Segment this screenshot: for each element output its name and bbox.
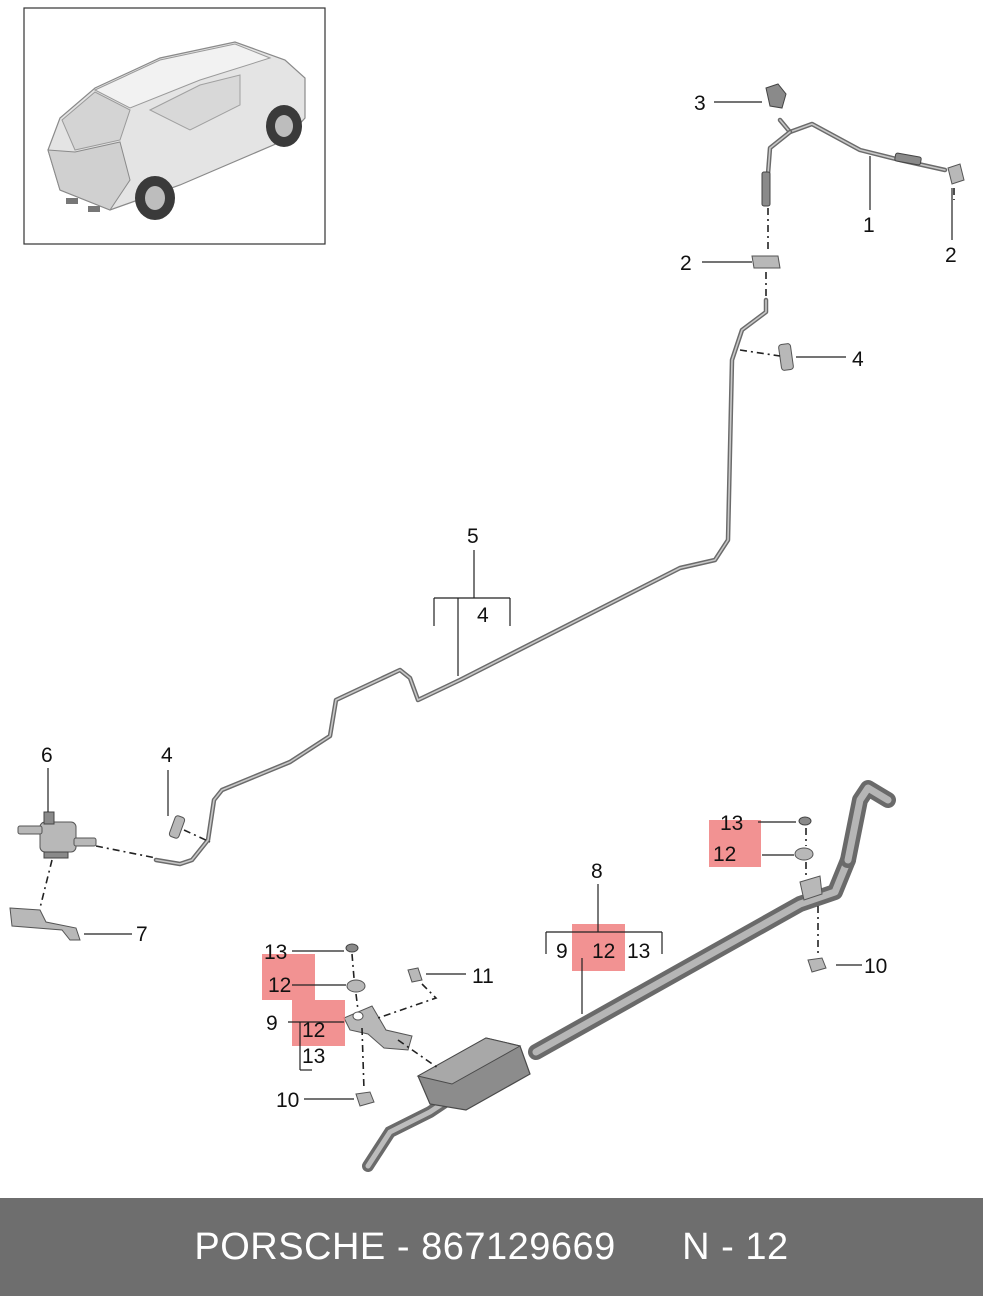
- callout-2-right: 2: [945, 244, 957, 267]
- callout-12-left-lower: 12: [302, 1019, 325, 1042]
- footer-position: N - 12: [682, 1225, 789, 1268]
- footer-bar: PORSCHE - 867129669 N - 12: [0, 1198, 983, 1296]
- clip-part-2-middle: [751, 255, 781, 269]
- clip-part-2-upper-right: [947, 163, 965, 185]
- valve-part-6: [17, 811, 97, 859]
- leader-lines: [47, 101, 953, 1100]
- nut-part-10-right: [807, 957, 827, 973]
- highlight-12-left-lower: [292, 1000, 345, 1046]
- callout-6: 6: [41, 744, 53, 767]
- callout-12-assembly: 12: [592, 940, 615, 963]
- footer-part-number: 867129669: [421, 1225, 616, 1268]
- grommet-part-12-left: [346, 979, 366, 993]
- footer-separator: -: [385, 1225, 422, 1268]
- highlight-12-right: [709, 820, 761, 867]
- nut-part-10-left: [355, 1091, 375, 1107]
- callout-7: 7: [136, 923, 148, 946]
- sleeve-part-4-upper: [778, 343, 794, 371]
- callout-4-main: 4: [477, 604, 489, 627]
- callout-13-assembly: 13: [627, 940, 650, 963]
- callout-10-right: 10: [864, 955, 887, 978]
- callout-10-left: 10: [276, 1089, 299, 1112]
- bracket-part-7: [9, 907, 81, 941]
- parts-diagram: 3 1 2 2 4 5 4 6 4 7 8 9 12 13 13 12 10 1…: [9, 7, 965, 1172]
- callout-8: 8: [591, 860, 603, 883]
- callout-12-right: 12: [713, 843, 736, 866]
- clip-part-3: [765, 83, 787, 109]
- callouts: 3 1 2 2 4 5 4 6 4 7 8 9 12 13 13 12 10 1…: [41, 92, 957, 1112]
- callout-13-right: 13: [720, 812, 743, 835]
- highlights: [262, 820, 761, 1046]
- callout-2-middle: 2: [680, 252, 692, 275]
- sleeve-part-4-lower: [168, 815, 186, 839]
- car-illustration: [47, 41, 306, 220]
- hardware: [343, 816, 827, 1107]
- callout-12-left-upper: 12: [268, 974, 291, 997]
- callout-4-lower: 4: [161, 744, 173, 767]
- callout-13-left-lower: 13: [302, 1045, 325, 1068]
- callout-9-left: 9: [266, 1012, 278, 1035]
- washer-part-13-left: [345, 943, 359, 953]
- highlight-12-left-upper: [262, 954, 315, 1000]
- washer-part-13-right: [798, 816, 812, 826]
- assembly-lines: [39, 188, 955, 1091]
- vehicle-thumbnail: [23, 7, 326, 245]
- footer-gap: [616, 1226, 682, 1269]
- callout-4-upper: 4: [852, 348, 864, 371]
- callout-1: 1: [863, 214, 875, 237]
- callout-5: 5: [467, 525, 479, 548]
- callout-11: 11: [472, 965, 494, 988]
- bolt-part-11: [407, 967, 423, 983]
- callout-9-assembly: 9: [556, 940, 568, 963]
- exhaust-part-8: [362, 780, 896, 1172]
- callout-3: 3: [694, 92, 706, 115]
- grommet-part-12-right: [794, 847, 814, 861]
- footer-brand: PORSCHE: [194, 1225, 386, 1268]
- line-part-5: [153, 297, 769, 867]
- callout-13-left-upper: 13: [264, 941, 287, 964]
- line-part-1: [761, 117, 948, 207]
